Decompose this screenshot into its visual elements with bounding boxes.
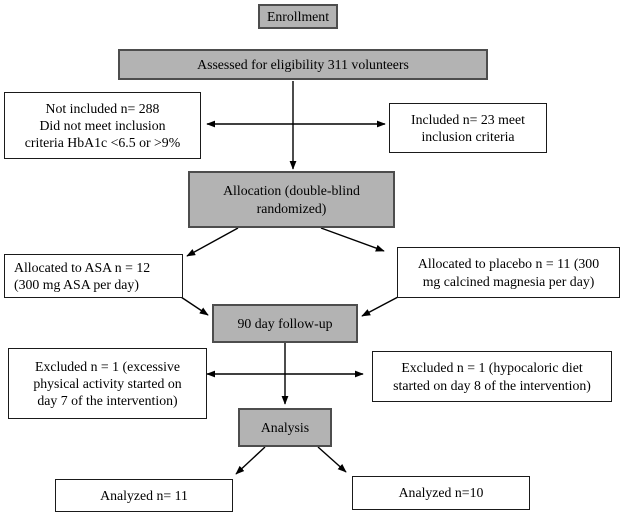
arrow-allocation-to-asa (186, 227, 239, 257)
allocated-placebo-box: Allocated to placebo n = 11 (300 mg calc… (397, 247, 620, 298)
excluded-placebo-box: Excluded n = 1 (hypocaloric diet started… (372, 351, 612, 402)
analysis-stage-box: Analysis (238, 408, 332, 447)
arrow-allocation-to-placebo (320, 227, 385, 252)
followup-stage-box: 90 day follow-up (212, 304, 358, 343)
allocation-stage-box: Allocation (double-blind randomized) (188, 171, 395, 228)
allocated-asa-box: Allocated to ASA n = 12 (300 mg ASA per … (4, 254, 183, 298)
arrow-analysis-to-analyzed-placebo (317, 446, 347, 473)
excluded-asa-box: Excluded n = 1 (excessive physical activ… (8, 348, 207, 419)
enrollment-stage-box: Enrollment (258, 4, 338, 29)
arrow-analysis-to-analyzed-asa (235, 446, 266, 475)
included-box: Included n= 23 meet inclusion criteria (389, 103, 547, 153)
analyzed-placebo-box: Analyzed n=10 (352, 476, 530, 510)
arrow-asa-to-followup (180, 296, 209, 316)
not-included-box: Not included n= 288 Did not meet inclusi… (4, 92, 201, 159)
assessed-eligibility-box: Assessed for eligibility 311 volunteers (118, 49, 488, 80)
arrow-placebo-to-followup (361, 296, 399, 317)
analyzed-asa-box: Analyzed n= 11 (55, 479, 233, 512)
